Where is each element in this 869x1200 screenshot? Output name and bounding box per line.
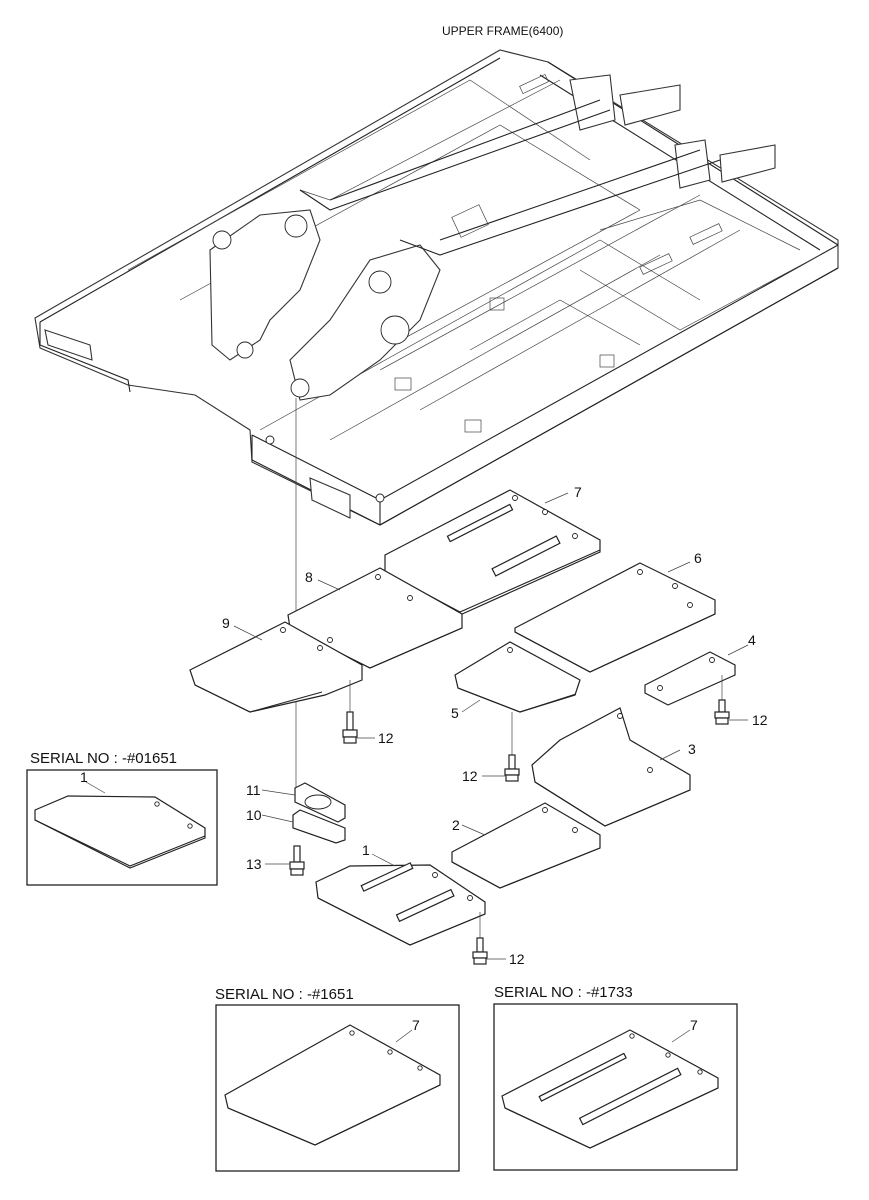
bolt-12c <box>504 754 520 782</box>
bolt-12d <box>472 937 488 965</box>
cover-plate-3 <box>531 707 691 827</box>
upper-frame <box>34 49 839 526</box>
mounting-plate-10 <box>292 809 346 844</box>
callout-leaders <box>233 492 749 960</box>
cover-plate-2 <box>451 802 601 889</box>
bolt-12a <box>342 711 358 744</box>
callout-12d: 12 <box>509 951 525 967</box>
inset-serial-1651: 7 <box>215 1004 460 1172</box>
callout-12a: 12 <box>378 730 394 746</box>
callout-12b: 12 <box>752 712 768 728</box>
bolt-13 <box>289 845 305 876</box>
cover-plate-9 <box>189 621 363 713</box>
callout-7: 7 <box>574 484 582 500</box>
inset-serial-1733: 7 <box>493 1003 738 1171</box>
inset-serial-01651: 1 <box>26 769 218 886</box>
callout-3: 3 <box>688 741 696 757</box>
inset-2-callout: 7 <box>412 1017 420 1033</box>
page-title: UPPER FRAME(6400) <box>442 24 564 38</box>
bolt-12b <box>714 699 730 725</box>
inset-1-callout: 1 <box>80 769 88 785</box>
cover-plate-4 <box>644 651 736 706</box>
callout-10: 10 <box>246 807 262 823</box>
gasket-11 <box>294 782 346 823</box>
inset-label-serial-1733: SERIAL NO : -#1733 <box>494 984 633 1001</box>
callout-13: 13 <box>246 856 262 872</box>
inset-label-serial-01651: SERIAL NO : -#01651 <box>30 750 178 767</box>
callout-2: 2 <box>452 817 460 833</box>
callout-4: 4 <box>748 632 756 648</box>
callout-8: 8 <box>305 569 313 585</box>
cover-plate-5 <box>454 641 581 713</box>
callout-1: 1 <box>362 842 370 858</box>
callout-12c: 12 <box>462 768 478 784</box>
callout-9: 9 <box>222 615 230 631</box>
cover-plate-1 <box>315 862 486 946</box>
callout-5: 5 <box>451 705 459 721</box>
inset-3-callout: 7 <box>690 1017 698 1033</box>
callout-6: 6 <box>694 550 702 566</box>
callout-11: 11 <box>246 782 261 798</box>
inset-label-serial-1651: SERIAL NO : -#1651 <box>215 986 354 1003</box>
cover-plate-6 <box>514 562 716 673</box>
